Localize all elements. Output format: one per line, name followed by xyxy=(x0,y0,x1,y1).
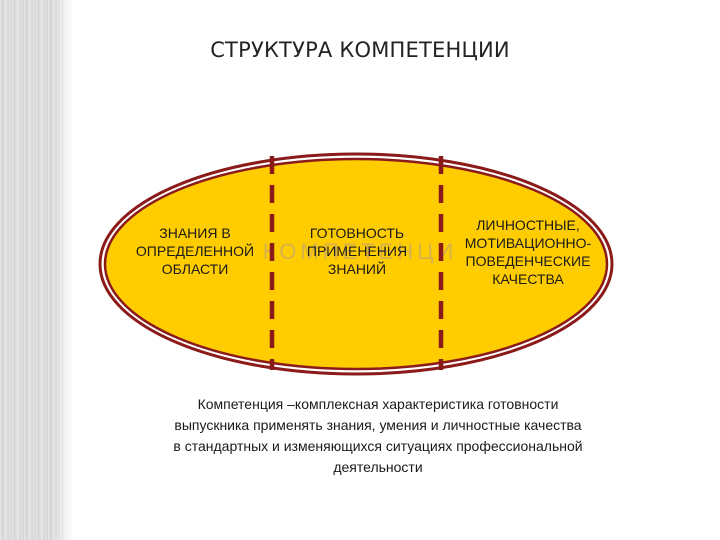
column-knowledge-line: ОПРЕДЕЛЕННОЙ xyxy=(135,243,255,259)
competence-definition: Компетенция –комплексная характеристика … xyxy=(118,394,638,478)
column-knowledge-line: ОБЛАСТИ xyxy=(161,261,229,277)
watermark-text: КОМПЕТЕНЦИ xyxy=(263,239,458,264)
definition-line: в стандартных и изменяющихся ситуациях п… xyxy=(173,438,583,454)
definition-line: выпускника применять знания, умения и ли… xyxy=(174,417,582,433)
definition-line: деятельности xyxy=(333,459,423,475)
column-knowledge: ЗНАНИЯ В ОПРЕДЕЛЕННОЙ ОБЛАСТИ xyxy=(110,224,280,278)
competence-ellipse xyxy=(103,157,609,371)
column-personal-qualities: ЛИЧНОСТНЫЕ, МОТИВАЦИОННО- ПОВЕДЕНЧЕСКИЕ … xyxy=(448,216,608,288)
page-title: СТРУКТУРА КОМПЕТЕНЦИИ xyxy=(210,38,510,62)
column-knowledge-line: ЗНАНИЯ В xyxy=(159,225,231,241)
competence-ellipse-outer xyxy=(98,152,614,376)
decorative-stripes xyxy=(0,0,74,540)
column-personal-qualities-line: МОТИВАЦИОННО- xyxy=(464,235,592,251)
column-readiness-line: ГОТОВНОСТЬ xyxy=(309,225,405,241)
column-personal-qualities-line: КАЧЕСТВА xyxy=(492,271,564,287)
column-readiness: ГОТОВНОСТЬ ПРИМЕНЕНИЯ ЗНАНИЙ xyxy=(280,224,434,278)
column-readiness-line: ПРИМЕНЕНИЯ xyxy=(306,243,408,259)
column-personal-qualities-line: ЛИЧНОСТНЫЕ, xyxy=(476,217,580,233)
definition-line: Компетенция –комплексная характеристика … xyxy=(197,396,559,412)
column-readiness-line: ЗНАНИЙ xyxy=(327,261,387,277)
column-personal-qualities-line: ПОВЕДЕНЧЕСКИЕ xyxy=(465,253,591,269)
